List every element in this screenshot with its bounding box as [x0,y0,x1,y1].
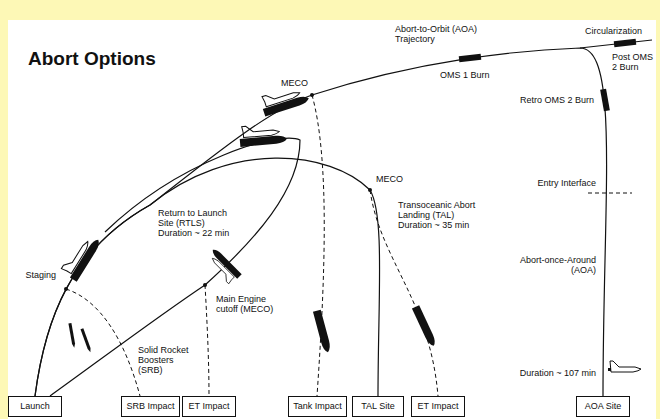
label-holder: Retro OMS 2 Burn [514,95,594,105]
srb-fall-path [66,289,140,396]
site-box: SRB Impact [121,396,180,417]
annotation-label: Duration ~ 107 min [520,368,596,378]
shuttle-stack [259,83,310,117]
site-box: Launch [8,396,62,417]
label-holder: Transoceanic Abort Landing (TAL) Duratio… [398,200,484,230]
annotation-label: Return to Launch Site (RTLS) Duration ~ … [158,208,229,238]
label-holder: Duration ~ 107 min [510,368,596,378]
label-holder: Main Engine cutoff (MECO) [216,294,288,314]
shuttle-stack [204,248,242,286]
et-fall-path [205,285,209,396]
annotation-label: Abort-to-Orbit (AOA) Trajectory [395,24,477,44]
label-holder: Staging [11,270,56,280]
annotation-label: MECO [376,174,403,184]
label-holder: MECO [376,174,416,184]
site-box: TAL Site [352,396,404,417]
annotation-label: Retro OMS 2 Burn [520,95,594,105]
label-holder: Abort-once-Around (AOA) [506,255,596,275]
tank-fall-path [312,95,324,396]
site-box: ET Impact [411,396,465,417]
white-panel [8,20,656,419]
site-box: Tank Impact [288,396,347,417]
label-holder: Post OMS 2 Burn [612,52,654,72]
site-name: ET Impact [189,402,230,412]
site-box: AOA Site [576,396,630,417]
annotation-label: Abort-once-Around (AOA) [520,255,596,275]
trajectory-line [35,48,607,396]
annotation-label: Circularization [585,26,642,36]
annotation-label: MECO [281,78,308,88]
annotation-label: Main Engine cutoff (MECO) [216,294,273,314]
annotation-label: Transoceanic Abort Landing (TAL) Duratio… [398,200,475,230]
site-name: AOA Site [585,402,622,412]
annotation-label: Post OMS 2 Burn [612,52,653,72]
site-box: ET Impact [182,396,236,417]
falling-tank [412,305,437,347]
annotation-label: Staging [25,270,56,280]
site-name: SRB Impact [126,402,174,412]
shuttle-stack [60,231,102,281]
trajectory-line [35,158,380,396]
site-name: ET Impact [418,402,459,412]
burn-bar [614,39,637,47]
orbiter [608,361,641,372]
site-name: Tank Impact [293,402,342,412]
falling-tank [313,310,332,354]
label-holder: Circularization [585,26,650,36]
site-name: TAL Site [361,402,395,412]
label-holder: MECO [268,78,308,88]
label-holder: Entry Interface [526,178,596,188]
rtls-trajectory [50,138,300,396]
annotation-label: Solid Rocket Boosters (SRB) [138,345,189,375]
falling-booster [68,323,75,348]
annotation-label: Entry Interface [537,178,596,188]
label-holder: Solid Rocket Boosters (SRB) [138,345,200,375]
diagram-title: Abort Options [28,48,156,70]
falling-booster [80,328,91,353]
label-holder: OMS 1 Burn [440,70,500,80]
entry-interface-line [588,193,632,194]
site-name: Launch [20,402,50,412]
label-holder: Abort-to-Orbit (AOA) Trajectory [395,24,490,44]
annotation-label: OMS 1 Burn [440,70,490,80]
shuttle-stack [239,123,288,147]
event-dot [203,283,207,287]
label-holder: Return to Launch Site (RTLS) Duration ~ … [158,208,238,238]
